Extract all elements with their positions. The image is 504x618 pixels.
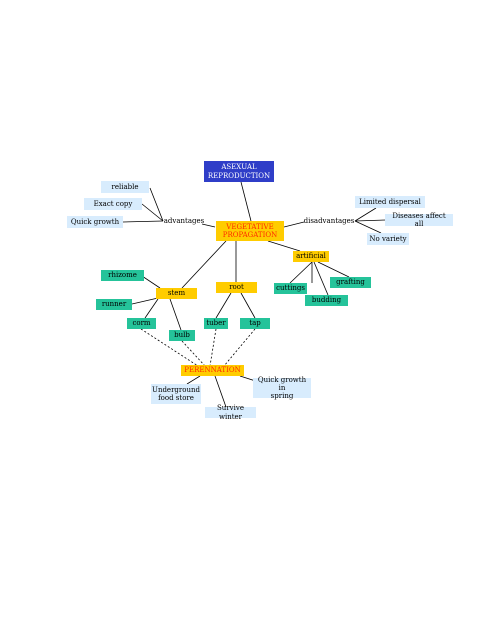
node-advantages: advantages [163, 216, 205, 225]
node-tap: tap [240, 318, 270, 329]
node-artificial: artificial [293, 251, 329, 262]
edge-perennation-food [186, 375, 201, 385]
node-corm: corm [127, 318, 156, 329]
node-grafting: grafting [330, 277, 371, 288]
edge-artificial-grafting [317, 261, 350, 278]
node-quick-growth: Quick growth [67, 216, 123, 228]
node-survive-winter: Survive winter [205, 404, 256, 421]
edge-vegetative-disadvantages [283, 221, 305, 228]
edge-disadvantages-diseases [354, 219, 387, 222]
node-limited-dispersal: Limited dispersal [355, 196, 425, 208]
node-disadvantages: disadvantages [303, 216, 355, 225]
edge-bulb-perennation [181, 340, 206, 367]
node-rhizome: rhizome [101, 270, 144, 281]
edge-stem-runner [131, 297, 159, 305]
edge-tap-perennation [223, 328, 256, 367]
edge-artificial-cuttings [289, 261, 313, 284]
edge-vegetative-advantages [201, 223, 216, 228]
node-root: root [216, 282, 257, 293]
edge-vegetative-stem [181, 240, 227, 289]
node-quick-growth-in-spring: Quick growth in spring [253, 376, 311, 400]
edge-advantages-exact-copy [141, 203, 164, 222]
edge-vegetative-artificial [267, 240, 301, 252]
edge-stem-rhizome [141, 275, 161, 289]
node-reliable: reliable [101, 181, 149, 193]
edge-tuber-perennation [209, 328, 217, 367]
edge-perennation-winter [214, 375, 227, 408]
edge-advantages-quick-growth [122, 220, 164, 223]
edge-corm-perennation [140, 328, 199, 367]
edge-stem-bulb [169, 298, 182, 331]
edge-root-tap [240, 292, 256, 319]
node-bulb: bulb [169, 330, 195, 341]
edge-asexual-vegetative [240, 181, 252, 222]
node-underground-food-store: Underground food store [151, 384, 201, 404]
node-runner: runner [96, 299, 132, 310]
node-vegetative-propagation: VEGETATIVE PROPAGATION [216, 221, 284, 241]
node-asexual-reproduction: ASEXUAL REPRODUCTION [204, 161, 274, 182]
node-exact-copy: Exact copy [84, 198, 142, 210]
node-perennation: PERENNATION [181, 365, 244, 376]
node-stem: stem [156, 288, 197, 299]
node-budding: budding [305, 295, 348, 306]
edge-artificial-budding [313, 261, 329, 296]
edge-advantages-reliable [149, 187, 164, 222]
node-tuber: tuber [204, 318, 228, 329]
node-diseases-affect-all: Diseases affect all [385, 212, 453, 228]
edge-stem-corm [144, 298, 159, 319]
edge-disadvantages-novariety [354, 220, 382, 234]
node-cuttings: cuttings [274, 283, 307, 294]
node-no-variety: No variety [367, 233, 409, 245]
edge-root-tuber [215, 292, 232, 319]
edge-disadvantages-limited [354, 207, 377, 222]
